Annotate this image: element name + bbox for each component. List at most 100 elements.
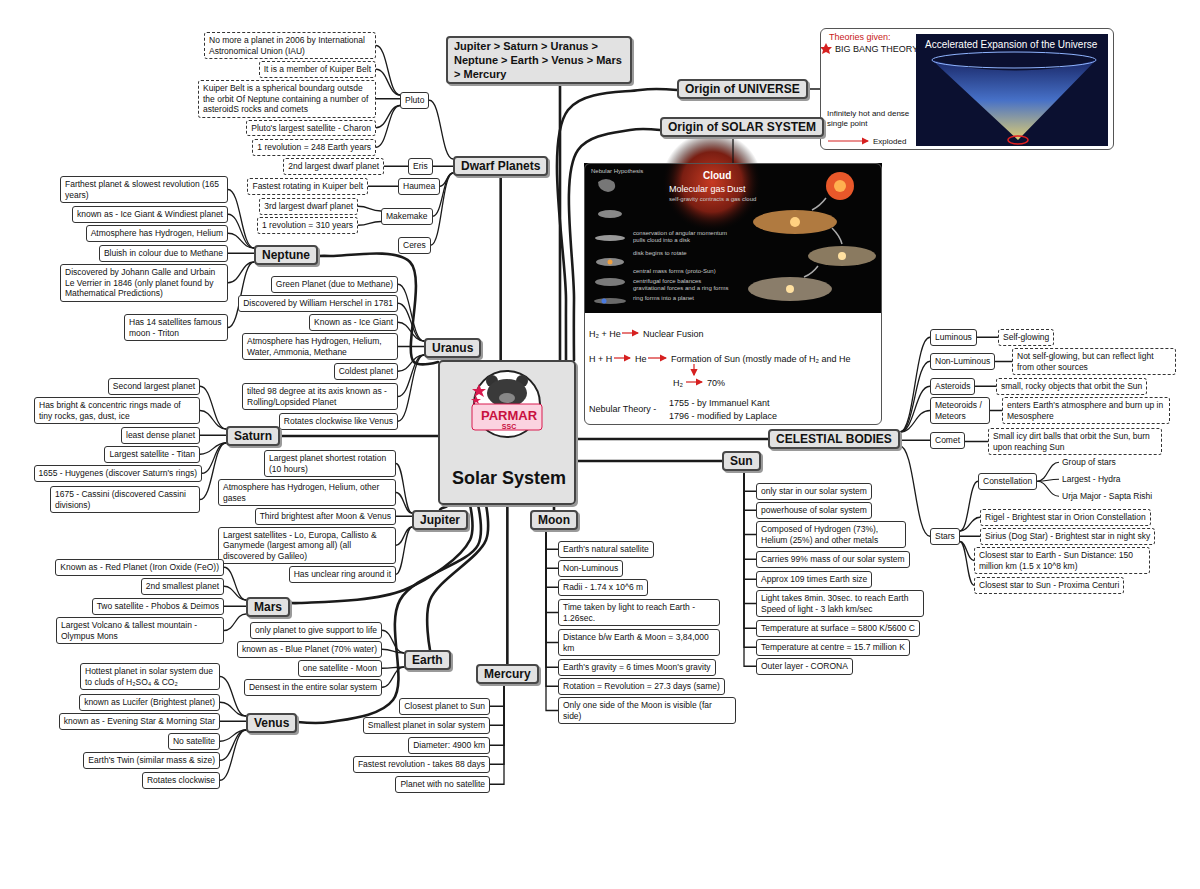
- connector: [228, 190, 254, 249]
- connector: [900, 337, 930, 432]
- node-text: 1 revolution = 248 Earth years: [257, 142, 371, 153]
- node-text: CELESTIAL BODIES: [776, 432, 892, 446]
- node-text: Accelerated Expansion of the Universe: [925, 39, 1097, 51]
- connector: [576, 460, 722, 463]
- node-text: Rotates clockwise like Venus: [284, 416, 393, 427]
- fact-box: Coldest planet: [334, 363, 398, 380]
- fact-box: Known as - Ice Giant: [309, 314, 398, 331]
- connector: [744, 471, 756, 666]
- connector: [546, 530, 558, 568]
- node-text: Moon: [538, 513, 570, 527]
- node-text: only planet to give support to life: [255, 625, 377, 636]
- nebula-illustration: [838, 252, 846, 260]
- node-text: Known as - Red Planet (Iron Oxide (FeO)): [60, 562, 219, 573]
- node-text: Outer layer - CORONA: [761, 661, 848, 672]
- fact-box: tilted 98 degree at its axis known as - …: [242, 383, 398, 410]
- node-text: Only one side of the Moon is visible (fa…: [563, 700, 731, 721]
- connector: [368, 186, 398, 187]
- connector: [546, 530, 558, 587]
- connector: [220, 677, 246, 717]
- connector: [224, 567, 246, 600]
- node-text: Solar System: [440, 468, 578, 489]
- node-text: Largest satellites - Lo, Europa, Callist…: [223, 530, 391, 562]
- node-text: one satellite - Moon: [303, 663, 377, 674]
- connector: [358, 222, 381, 226]
- connector: [576, 438, 768, 441]
- connector: [280, 435, 438, 438]
- connector: [396, 493, 412, 514]
- connector: [376, 69, 400, 95]
- node-text: Planet with no satellite: [400, 779, 485, 790]
- fact-box: Stars: [930, 528, 960, 545]
- fact-box: Approx 109 times Earth size: [756, 571, 872, 588]
- leader-lines: [1037, 462, 1059, 496]
- node-text: Composed of Hydrogen (73%), Helium (25%)…: [761, 524, 901, 545]
- connectors: [200, 46, 1012, 785]
- nebula-illustration: [595, 235, 625, 241]
- connector: [900, 411, 930, 433]
- topic-box: Earth: [404, 650, 451, 670]
- nebula-illustration: [834, 180, 846, 192]
- node-text: H + H: [589, 354, 612, 365]
- node-text: Sirius (Dog Star) - Brightest star in ni…: [985, 531, 1150, 542]
- connector: [398, 303, 424, 341]
- universe-illustration: [1008, 136, 1028, 144]
- connector: [960, 536, 980, 537]
- node-text: Has 14 satellites famous moon - Triton: [129, 317, 223, 338]
- fact-box-dashed: Sirius (Dog Star) - Brightest star in ni…: [980, 528, 1155, 545]
- node-text: H₂ + He: [589, 329, 621, 340]
- fact-box: Bluish in colour due to Methane: [99, 245, 228, 262]
- connector: [398, 322, 424, 341]
- node-text: 2nd smallest planet: [146, 581, 219, 592]
- fact-box-dashed: Fastest rotating in Kuiper belt: [247, 178, 368, 195]
- node-text: Largest satellite - Titan: [109, 449, 195, 460]
- node-text: 3rd largest dwarf planet: [264, 201, 353, 212]
- fact-box: Earth's Twin (similar mass & size): [83, 752, 220, 769]
- connector: [546, 530, 558, 643]
- nebula-illustration: [832, 228, 842, 244]
- fact-box-dashed: Not self-glowing, but can reflect light …: [1012, 348, 1176, 375]
- node-text: 2nd largest dwarf planet: [288, 161, 379, 172]
- fact-box: Has unclear ring around it: [289, 566, 396, 583]
- fact-box: Rotates clockwise: [142, 772, 220, 789]
- fact-box: Discovered by William Herschel in 1781: [238, 295, 398, 312]
- node-text: Neptune: [262, 248, 310, 262]
- fact-box: No satellite: [168, 733, 220, 750]
- nebula-illustration: [748, 277, 832, 301]
- nebula-illustration: [598, 179, 615, 192]
- connector: [546, 530, 558, 613]
- fact-box: 1655 - Huygenes (discover Saturn's rings…: [34, 465, 202, 482]
- node-text: PARMAR: [440, 408, 578, 423]
- fact-box: Carries 99% mass of our solar system: [756, 551, 910, 568]
- node-text: Exploded: [873, 137, 906, 147]
- connector: [382, 630, 404, 653]
- node-text: Closest star to Sun - Proxima Centuri: [979, 580, 1119, 591]
- node-text: Atmosphere has Hydrogen, Helium: [91, 228, 223, 239]
- fact-box: Smallest planet in solar system: [363, 717, 490, 734]
- universe-illustration: [820, 28, 1114, 150]
- fact-box: least dense planet: [121, 427, 200, 444]
- fact-box: only planet to give support to life: [250, 622, 382, 639]
- node-text: Temperature at surface = 5800 K/5600 C: [761, 623, 915, 634]
- node-text: Densest in the entire solar system: [249, 682, 377, 693]
- fact-box: Ceres: [398, 237, 431, 254]
- connector: [900, 386, 930, 432]
- node-text: 1675 - Cassini (discovered Cassini divis…: [55, 489, 195, 510]
- node-text: Infinitely hot and dense single point: [827, 109, 923, 129]
- fact-box: Atmosphere has Hydrogen, Helium, Water, …: [242, 333, 398, 360]
- fact-box: Fastest revolution - takes 88 days: [353, 756, 490, 773]
- node-text: Diameter: 4900 km: [413, 740, 485, 751]
- nebula-illustration: [790, 217, 800, 227]
- node-text: Mars: [254, 600, 282, 614]
- fact-box: one satellite - Moon: [298, 660, 382, 677]
- connector: [358, 206, 381, 211]
- fact-box: Has 14 satellites famous moon - Triton: [124, 314, 228, 341]
- fact-box-dashed: Closest star to Earth - Sun Distance: 15…: [974, 547, 1150, 574]
- connector: [228, 253, 254, 254]
- topic-box: Jupiter > Saturn > Uranus > Neptune > Ea…: [446, 36, 632, 84]
- node-text: tilted 98 degree at its axis known as - …: [247, 386, 393, 407]
- fact-box-dashed: enters Earth's atmosphere and burn up in…: [1002, 397, 1170, 424]
- topic-box: Origin of UNIVERSE: [677, 79, 808, 99]
